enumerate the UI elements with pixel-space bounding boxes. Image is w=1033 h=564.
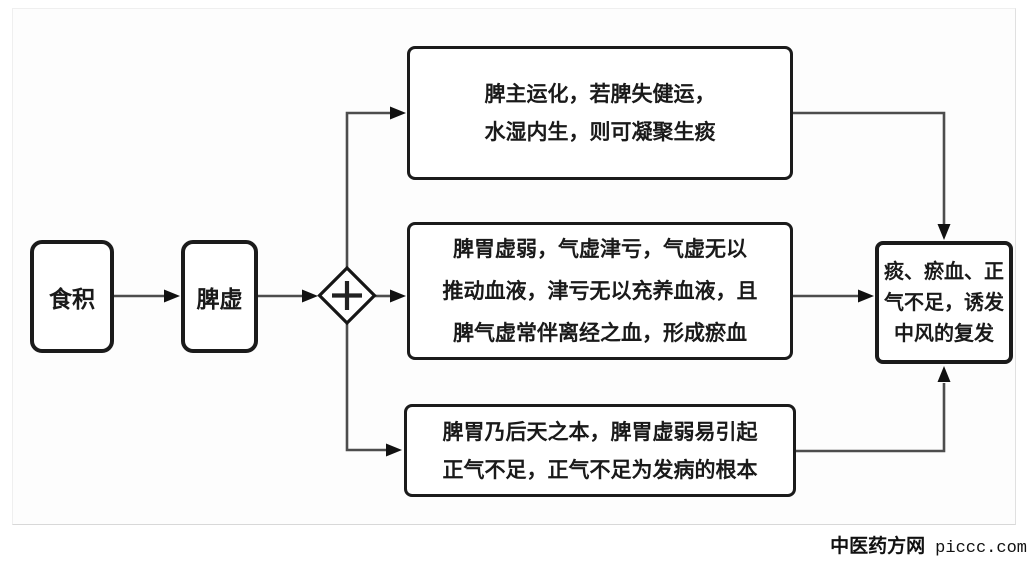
node-spleen-deficiency: 脾虚	[181, 240, 258, 353]
node-text-line: 痰、瘀血、正	[884, 259, 1004, 283]
watermark-site-name: 中医药方网	[830, 535, 926, 557]
node-text-line: 脾胃虚弱，气虚津亏，气虚无以	[453, 237, 747, 261]
connector-phlegm-to-outcome	[793, 111, 946, 224]
connector-junction-to-phlegm	[345, 111, 390, 269]
node-blood-stasis-branch: 脾胃虚弱，气虚津亏，气虚无以 推动血液，津亏无以充养血液，且 脾气虚常伴离经之血…	[407, 222, 793, 360]
arrowhead-right-icon	[386, 443, 402, 457]
connector-qi-to-outcome	[796, 383, 946, 453]
arrowhead-right-icon	[390, 289, 406, 303]
node-text-line: 推动血液，津亏无以充养血液，且	[442, 279, 758, 303]
arrowhead-right-icon	[390, 106, 406, 120]
node-text-line: 中风的复发	[894, 321, 994, 345]
parallel-junction-icon	[317, 265, 377, 326]
arrowhead-right-icon	[164, 289, 180, 303]
node-text-line: 气不足，诱发	[884, 290, 1004, 314]
node-food-accumulation: 食积	[30, 240, 114, 353]
arrowhead-right-icon	[858, 289, 874, 303]
arrowhead-right-icon	[302, 289, 318, 303]
node-phlegm-branch: 脾主运化，若脾失健运， 水湿内生，则可凝聚生痰	[407, 46, 793, 180]
watermark-site-url: piccc.com	[935, 539, 1027, 558]
node-outcome: 痰、瘀血、正 气不足，诱发 中风的复发	[875, 241, 1013, 364]
watermark: 中医药方网 piccc.com	[830, 531, 1027, 558]
node-text-line: 正气不足，正气不足为发病的根本	[442, 457, 758, 482]
plus-icon	[332, 281, 362, 310]
arrowhead-down-icon	[937, 224, 951, 240]
node-text-line: 脾气虚常伴离经之血，形成瘀血	[453, 321, 747, 345]
node-vital-qi-branch: 脾胃乃后天之本，脾胃虚弱易引起 正气不足，正气不足为发病的根本	[404, 404, 796, 497]
arrowhead-up-icon	[937, 366, 951, 382]
connector-junction-to-qi	[345, 321, 386, 452]
node-text-line: 水湿内生，则可凝聚生痰	[484, 120, 716, 144]
node-label: 食积	[49, 286, 95, 313]
node-text-line: 脾主运化，若脾失健运，	[484, 82, 716, 106]
node-label: 脾虚	[196, 286, 243, 313]
node-text-line: 脾胃乃后天之本，脾胃虚弱易引起	[442, 419, 758, 444]
